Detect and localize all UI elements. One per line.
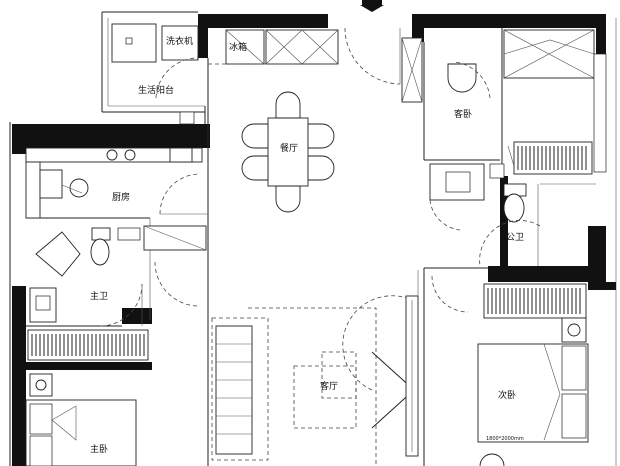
public-bath-area	[429, 163, 596, 267]
kitchen-label: 厨房	[112, 191, 130, 203]
guest-wardrobe	[401, 37, 423, 103]
walls	[12, 14, 616, 466]
washer-label: 洗衣机	[166, 35, 193, 47]
tv-wall	[405, 270, 419, 457]
partitions	[26, 28, 539, 466]
second-bedroom-label: 次卧	[498, 389, 516, 401]
fridge-counter	[208, 27, 401, 85]
balcony-label: 生活阳台	[138, 84, 174, 96]
master-bedroom-area	[25, 373, 137, 466]
master-bedroom-label: 主卧	[90, 443, 108, 455]
fridge-label: 冰箱	[229, 41, 247, 53]
outer-boundary	[9, 11, 617, 466]
master-radiator	[27, 329, 149, 361]
master-bath-label: 主卫	[90, 290, 108, 302]
kitchen-area	[25, 147, 208, 219]
entrance-arrow-icon	[360, 0, 384, 12]
living-room-area	[211, 295, 415, 466]
living-room-label: 客厅	[320, 380, 338, 392]
guest-bedroom-label: 客卧	[454, 108, 472, 120]
public-bath-label: 公卫	[506, 232, 524, 243]
second-bedroom-area	[431, 275, 589, 466]
dining-table	[241, 91, 335, 213]
balcony-area	[111, 23, 199, 125]
dining-label: 餐厅	[280, 142, 298, 154]
bed-size-note: 1800*2000mm	[486, 436, 524, 442]
master-bath-area	[29, 225, 207, 327]
guest-bedroom-area	[447, 29, 607, 175]
